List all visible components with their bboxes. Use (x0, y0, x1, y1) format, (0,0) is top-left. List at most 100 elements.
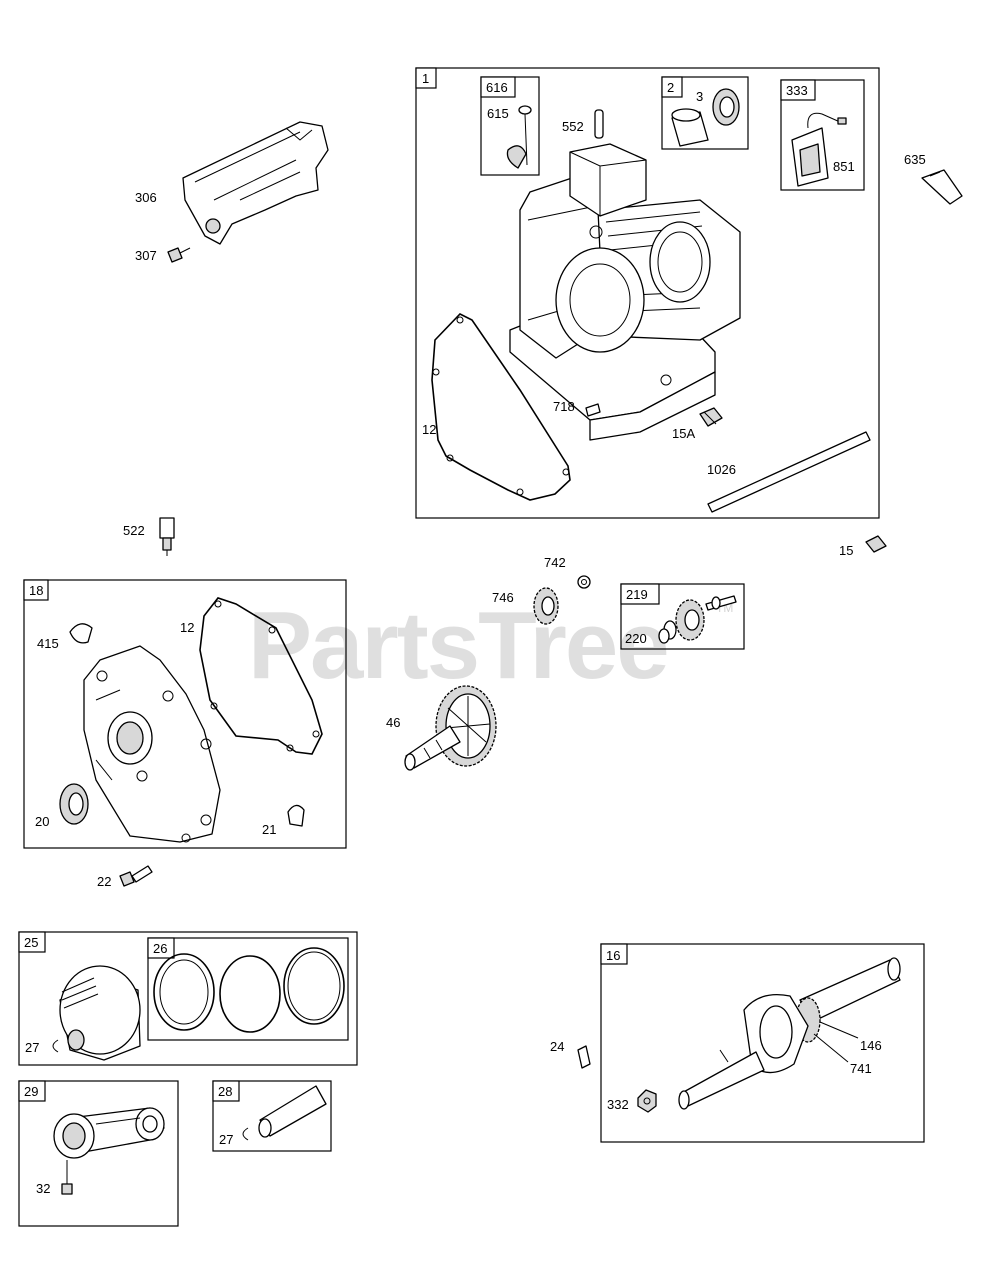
part-12-gasket-cylinder[interactable] (431, 313, 571, 501)
part-220-washer[interactable] (658, 628, 670, 644)
group-25-box (18, 931, 358, 1066)
group-25-label: 25 (24, 935, 38, 950)
callout-3[interactable]: 3 (696, 89, 703, 104)
group-25-tag (18, 931, 46, 953)
group-29-label: 29 (24, 1084, 38, 1099)
part-27-retainer-pin[interactable] (242, 1127, 249, 1141)
part-29-connecting-rod[interactable] (53, 1107, 165, 1159)
part-15-plug[interactable] (865, 535, 887, 553)
group-2-tag (661, 76, 683, 98)
callout-24[interactable]: 24 (550, 1039, 564, 1054)
group-28-box (212, 1080, 332, 1152)
callout-307[interactable]: 307 (135, 248, 157, 263)
group-29-tag (18, 1080, 46, 1102)
partstree-watermark: PartsTree (248, 592, 668, 699)
part-3-oil-seal[interactable] (712, 88, 740, 126)
part-332-nut[interactable] (637, 1089, 657, 1113)
part-26-ring-set[interactable] (153, 947, 345, 1033)
callout-742[interactable]: 742 (544, 555, 566, 570)
leader-741 (813, 1033, 849, 1063)
group-28-tag (212, 1080, 240, 1102)
part-306-blower-housing[interactable] (182, 121, 329, 245)
part-16-crankshaft[interactable] (678, 957, 901, 1110)
group-16-box (600, 943, 925, 1143)
part-718-pin[interactable] (585, 403, 601, 417)
part-25-piston[interactable] (59, 965, 141, 1061)
group-26-label: 26 (153, 941, 167, 956)
callout-615[interactable]: 615 (487, 106, 509, 121)
callout-12-cylinder-gasket[interactable]: 12 (422, 422, 436, 437)
group-1-tag (415, 67, 437, 89)
callout-306[interactable]: 306 (135, 190, 157, 205)
callout-851[interactable]: 851 (833, 159, 855, 174)
callout-522[interactable]: 522 (123, 523, 145, 538)
part-635-spark-plug-boot[interactable] (921, 169, 963, 205)
group-18-box (23, 579, 347, 849)
callout-718[interactable]: 718 (553, 399, 575, 414)
callout-15A[interactable]: 15A (672, 426, 695, 441)
group-18-label: 18 (29, 583, 43, 598)
leader-146 (819, 1021, 859, 1039)
callout-12-cover-gasket[interactable]: 12 (180, 620, 194, 635)
group-219-label: 219 (626, 587, 648, 602)
group-2-box (661, 76, 749, 150)
group-219-box (620, 583, 745, 650)
part-552-dowel-pin[interactable] (594, 109, 604, 139)
part-742-washer[interactable] (577, 575, 591, 589)
callout-27-pin[interactable]: 27 (219, 1132, 233, 1147)
callout-32[interactable]: 32 (36, 1181, 50, 1196)
part-333-ignition-armature[interactable] (791, 112, 847, 187)
part-24-key[interactable] (577, 1045, 591, 1069)
callout-415[interactable]: 415 (37, 636, 59, 651)
part-1-cylinder-block[interactable] (509, 143, 741, 441)
group-29-box (18, 1080, 179, 1227)
part-522-oil-sensor[interactable] (159, 517, 175, 556)
part-2-sleeve-bushing[interactable] (671, 108, 709, 147)
callout-21[interactable]: 21 (262, 822, 276, 837)
part-307-screw[interactable] (167, 247, 191, 263)
part-27-retainer-piston[interactable] (52, 1039, 59, 1053)
group-1-box (415, 67, 880, 519)
callout-20[interactable]: 20 (35, 814, 49, 829)
part-28-piston-pin[interactable] (258, 1085, 327, 1138)
group-28-label: 28 (218, 1084, 232, 1099)
part-32-rod-bolt[interactable] (61, 1160, 73, 1195)
group-16-label: 16 (606, 948, 620, 963)
part-18-crankcase-cover[interactable] (83, 645, 221, 843)
group-333-label: 333 (786, 83, 808, 98)
group-616-label: 616 (486, 80, 508, 95)
callout-220[interactable]: 220 (625, 631, 647, 646)
group-1-label: 1 (422, 71, 429, 86)
callout-46[interactable]: 46 (386, 715, 400, 730)
part-22-bolt[interactable] (119, 865, 153, 887)
part-746-gear[interactable] (533, 587, 559, 625)
callout-332[interactable]: 332 (607, 1097, 629, 1112)
part-12-gasket-cover[interactable] (199, 597, 323, 755)
group-333-box (780, 79, 865, 191)
callout-1026[interactable]: 1026 (707, 462, 736, 477)
group-26-tag (147, 937, 175, 959)
group-2-label: 2 (667, 80, 674, 95)
callout-635[interactable]: 635 (904, 152, 926, 167)
group-26-box (147, 937, 349, 1041)
group-18-tag (23, 579, 49, 601)
part-21-clip[interactable] (287, 804, 305, 827)
group-16-tag (600, 943, 628, 965)
group-219-tag (620, 583, 660, 605)
callout-741[interactable]: 741 (850, 1061, 872, 1076)
part-20-oil-seal[interactable] (59, 783, 89, 825)
callout-552[interactable]: 552 (562, 119, 584, 134)
part-15A-plug[interactable] (699, 407, 723, 427)
part-415-clip[interactable] (69, 623, 93, 644)
part-219-governor-gear[interactable] (663, 595, 737, 641)
callout-22[interactable]: 22 (97, 874, 111, 889)
part-615-breather-valve[interactable] (506, 105, 532, 169)
callout-746[interactable]: 746 (492, 590, 514, 605)
part-1026-push-rod[interactable] (707, 431, 871, 513)
callout-146[interactable]: 146 (860, 1038, 882, 1053)
callout-15[interactable]: 15 (839, 543, 853, 558)
part-46-camshaft[interactable] (404, 685, 497, 771)
callout-27-piston[interactable]: 27 (25, 1040, 39, 1055)
group-616-tag (480, 76, 516, 98)
